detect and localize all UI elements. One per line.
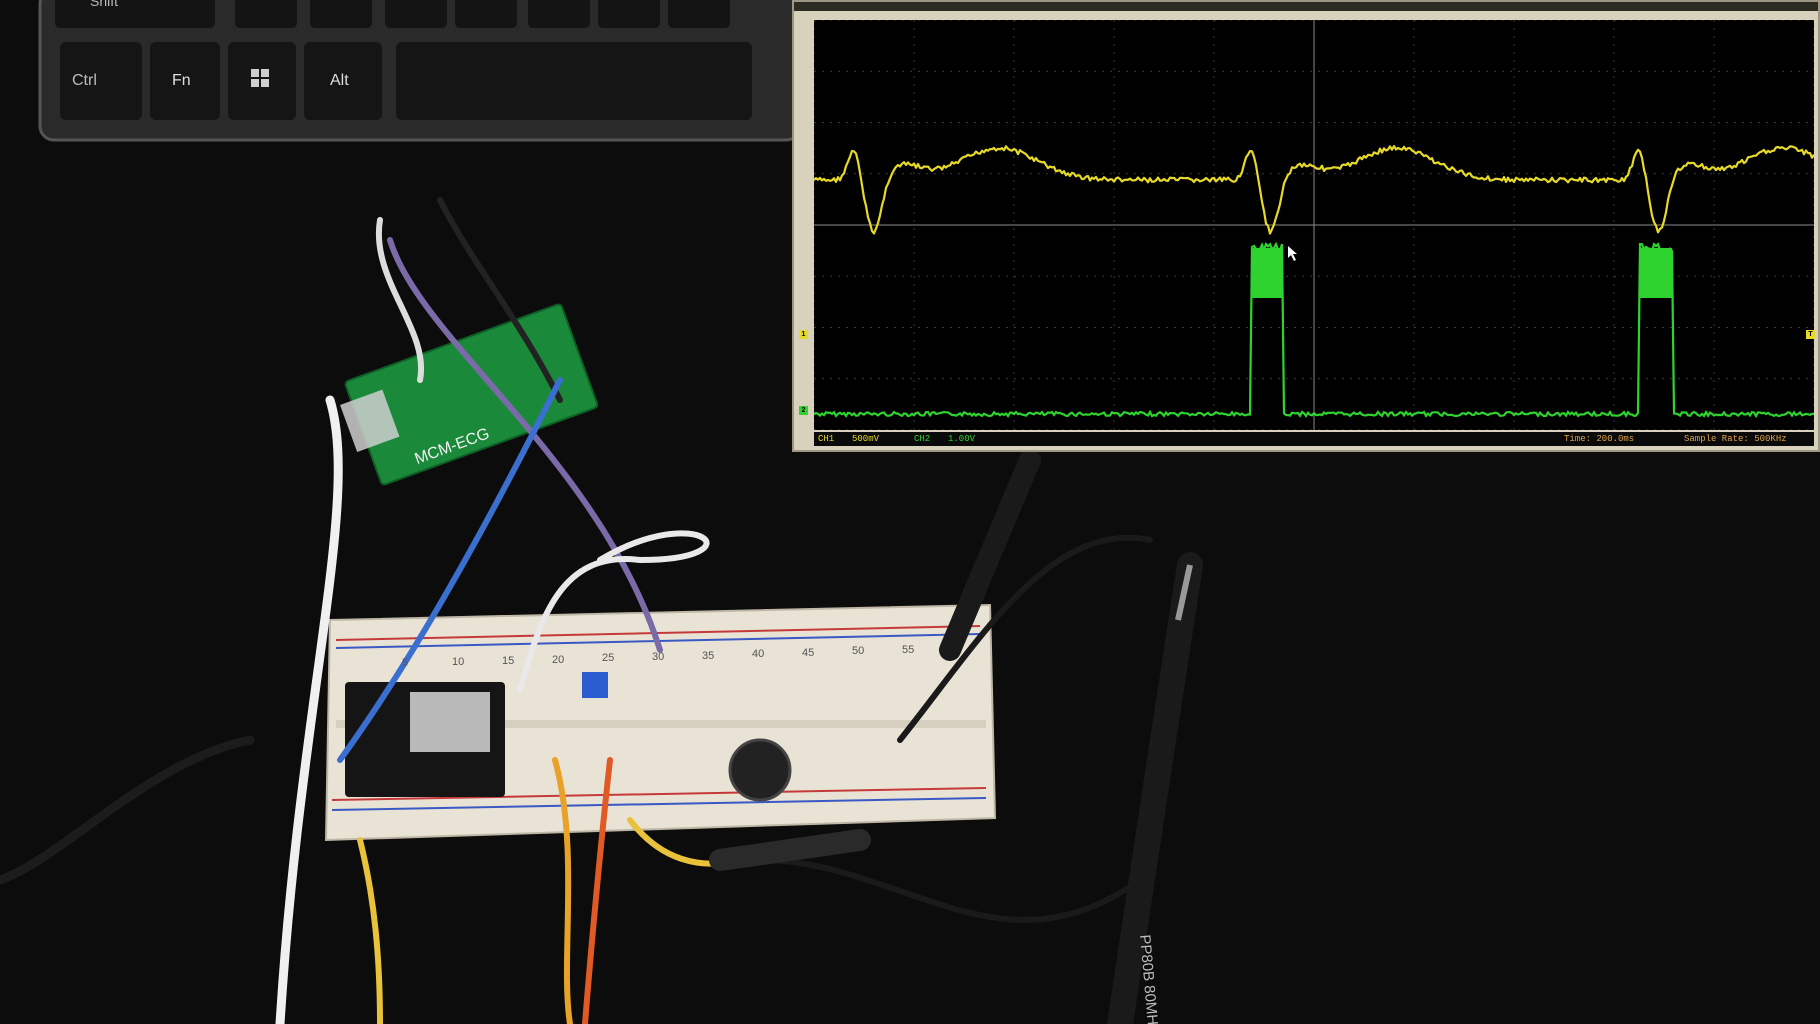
row-number: 40 (752, 648, 764, 660)
key-alt (304, 42, 382, 120)
buzzer (728, 738, 792, 802)
ch2-level-marker[interactable]: 2 (799, 406, 808, 415)
ground-clip (709, 829, 871, 871)
row-number: 45 (802, 647, 814, 659)
oscilloscope-window: 1 2 T CH1 500mV CH2 1.00V Time: 200.0ms … (792, 0, 1820, 452)
row-number: 15 (502, 655, 514, 667)
ch1-level-marker[interactable]: 1 (799, 330, 808, 339)
graticule (813, 19, 1815, 431)
ch2-pulse-burst (1251, 248, 1283, 298)
row-number: 10 (452, 656, 464, 668)
row-number: 50 (852, 645, 864, 657)
windows-logo-icon (251, 69, 269, 87)
scope-top-tag-left (798, 2, 804, 11)
trimmer-potentiometer (582, 672, 608, 698)
ch1-waveform (813, 144, 1815, 235)
row-number: 30 (652, 651, 664, 663)
mouse-cursor-icon (1288, 246, 1297, 261)
ch2-pulse-burst (1640, 248, 1672, 298)
key-shift (55, 0, 215, 28)
row-number: 5 (402, 657, 408, 669)
key-ctrl (60, 42, 142, 120)
key-label-fn: Fn (172, 72, 191, 89)
scope-top-bar (794, 2, 1818, 11)
ch2-scale[interactable]: 1.00V (948, 434, 976, 444)
trigger-level-marker[interactable]: T (1806, 330, 1815, 339)
key-label-ctrl: Ctrl (72, 72, 97, 89)
ch2-waveform (813, 241, 1814, 419)
breadboard-row-numbers: 5 10 15 20 25 30 35 40 45 50 55 (402, 644, 914, 669)
key-label-shift: Shift (90, 0, 118, 9)
row-number: 35 (702, 650, 714, 662)
ch2-label: CH2 (914, 434, 931, 444)
waveform-display (813, 19, 1815, 431)
oscilloscope-screen[interactable] (813, 19, 1815, 431)
sample-rate-readout: Sample Rate: 500KHz (1684, 434, 1787, 444)
timebase-readout[interactable]: Time: 200.0ms (1564, 434, 1635, 444)
key-space (396, 42, 752, 120)
ch1-label: CH1 (818, 434, 835, 444)
probe-clip (939, 449, 1041, 661)
row-number: 25 (602, 652, 614, 664)
wires (0, 197, 1153, 1024)
key-fn (150, 42, 220, 120)
ch1-scale[interactable]: 500mV (852, 434, 880, 444)
row-number: 20 (552, 654, 564, 666)
row-number: 55 (902, 644, 914, 656)
key-label-alt: Alt (330, 72, 349, 89)
esp32-module (345, 682, 505, 797)
scope-status-bar: CH1 500mV CH2 1.00V Time: 200.0ms Sample… (814, 432, 1814, 446)
keyboard (38, 0, 802, 142)
